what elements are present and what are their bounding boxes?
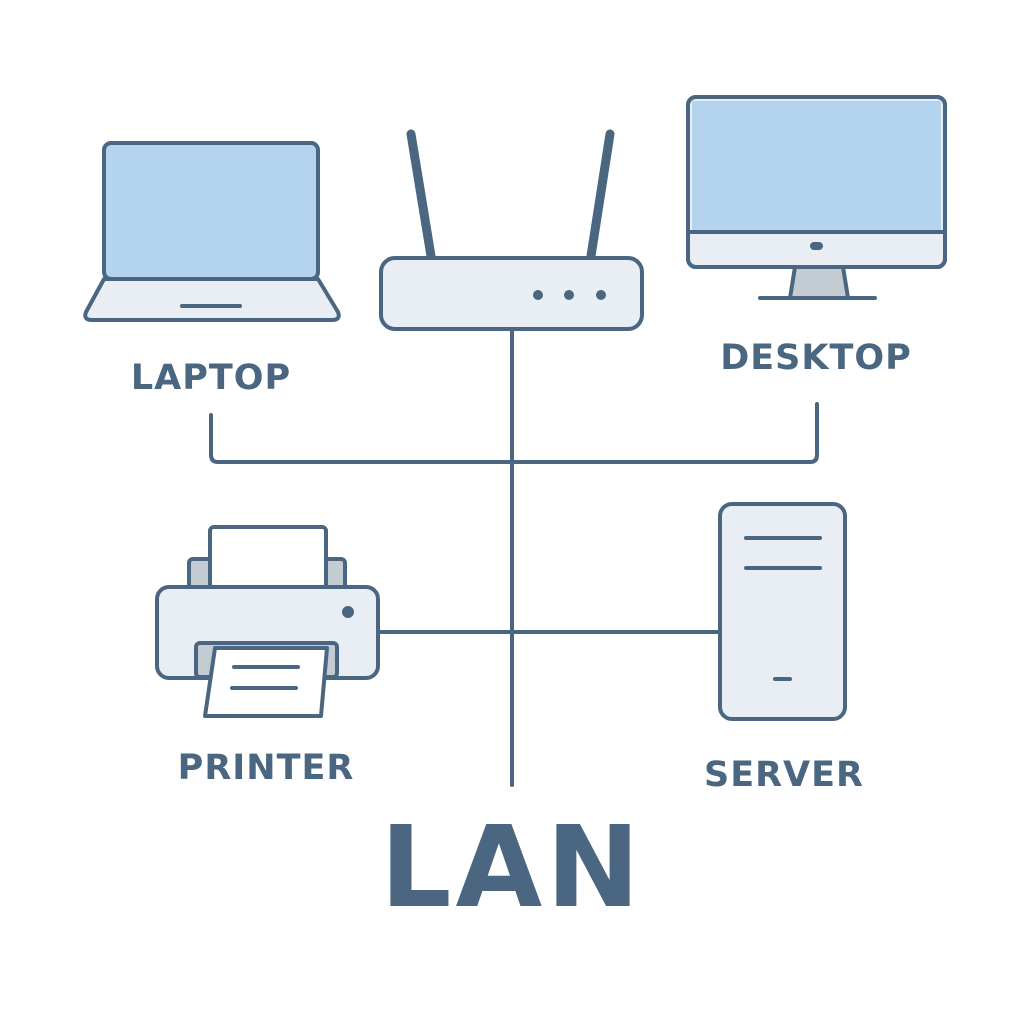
desktop-monitor-icon (686, 95, 947, 300)
server-tower-icon (718, 502, 847, 721)
laptop-icon (83, 141, 341, 322)
connection-lines (209, 328, 819, 787)
desktop-label: DESKTOP (720, 338, 912, 378)
printer-label: PRINTER (177, 748, 355, 788)
server-label: SERVER (703, 755, 865, 795)
printer-icon (155, 525, 380, 718)
router-icon (379, 129, 644, 331)
upper-branch-line (209, 402, 819, 464)
network-label: LAN (380, 803, 644, 933)
laptop-label: LAPTOP (130, 358, 292, 398)
